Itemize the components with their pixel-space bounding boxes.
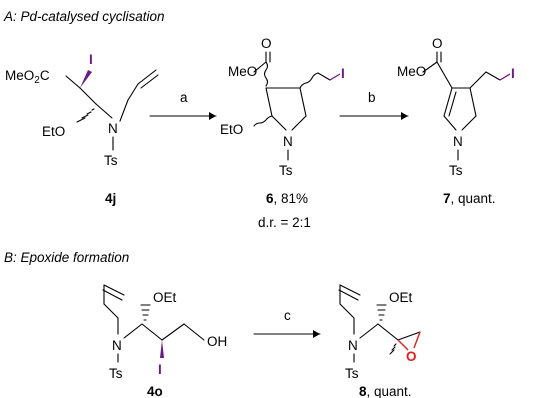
compound-label-4o: 4o [147, 384, 163, 398]
meo-label: MeO [397, 64, 426, 79]
double-bond [102, 289, 123, 301]
bond [469, 71, 487, 89]
epoxide-oxygen-bond [397, 339, 409, 351]
bond [141, 323, 163, 341]
bond [119, 99, 129, 122]
epoxide-oxygen-label: O [406, 349, 417, 364]
arrow-a: a [149, 90, 217, 120]
bond [123, 323, 143, 339]
section-a-header: A: Pd-catalysed cyclisation [3, 9, 165, 24]
ring-double-bond [448, 91, 457, 117]
double-bond [140, 74, 159, 89]
compound-7: MeO O N Ts I 7, quant. [397, 36, 515, 206]
bond [377, 323, 399, 341]
ts-label: Ts [345, 366, 359, 381]
double-bond [339, 284, 361, 296]
nitrogen-label: N [453, 134, 463, 149]
bond [359, 323, 379, 339]
compound-label-4j: 4j [105, 191, 116, 206]
bond [422, 61, 438, 73]
wavy-bond [299, 72, 319, 89]
nitrogen-label: N [108, 121, 118, 136]
ring-bond [443, 87, 453, 117]
nitrogen-label: N [283, 134, 293, 149]
bond [79, 87, 97, 105]
hashed-bond [376, 304, 387, 321]
oet-label: OEt [153, 290, 177, 305]
arrow-label-c: c [284, 308, 291, 323]
double-bond [338, 289, 359, 301]
arrow-label-b: b [368, 90, 376, 105]
carbonyl-oxygen-label: O [261, 36, 272, 51]
hashed-bond [140, 304, 151, 321]
oet-label: OEt [389, 290, 413, 305]
compound-4o: N Ts OEt I OH 4o [102, 284, 227, 398]
bond [183, 323, 205, 341]
wedge-bond-iodine [160, 340, 164, 358]
ring-bond [469, 87, 477, 117]
ts-label: Ts [279, 163, 293, 178]
iodine-bond [329, 73, 341, 81]
eto-label: EtO [220, 122, 243, 137]
arrow-label-a: a [180, 90, 188, 105]
wedge-bond-iodine [80, 70, 92, 88]
diastereomeric-ratio: d.r. = 2:1 [258, 215, 311, 230]
ts-label: Ts [449, 163, 463, 178]
bond [95, 103, 113, 119]
wavy-bond [253, 115, 273, 127]
wavy-bond [263, 61, 269, 87]
arrow-b: b [339, 90, 409, 120]
bond [65, 75, 81, 89]
compound-label-7: 7, quant. [443, 191, 496, 206]
compound-6: MeO O N Ts EtO I 6, 81% d.r. = 2:1 [220, 36, 345, 230]
carbonyl-oxygen-label: O [432, 36, 443, 51]
iodine-label: I [511, 66, 515, 81]
compound-4j: MeO2C I EtO N Ts 4j [5, 52, 159, 206]
iodine-label: I [89, 52, 93, 67]
eto-label: EtO [42, 124, 65, 139]
ts-label: Ts [109, 366, 123, 381]
bond [161, 323, 185, 341]
hashed-bond [389, 343, 397, 355]
bond [485, 71, 501, 81]
arrow-head [209, 112, 216, 120]
bond [103, 303, 119, 319]
ring-bond [299, 87, 307, 117]
epoxide-ring-bond [397, 331, 421, 341]
bond [253, 61, 267, 73]
iodine-bond [499, 73, 511, 81]
epoxide-oxygen-bond [413, 331, 421, 349]
arrow-head [313, 330, 320, 338]
ts-label: Ts [104, 153, 118, 168]
arrow-head [401, 112, 408, 120]
double-bond [103, 284, 125, 296]
bond [127, 83, 139, 101]
section-b-header: B: Epoxide formation [4, 250, 129, 265]
bond [317, 72, 331, 81]
compound-label-8: 8, quant. [359, 384, 412, 398]
oh-label: OH [207, 334, 227, 349]
ring-bond [265, 87, 273, 117]
nitrogen-label: N [112, 338, 122, 353]
arrow-c: c [253, 308, 321, 338]
meo-label: MeO [228, 64, 257, 79]
iodine-label: I [341, 66, 345, 81]
iodine-label: I [158, 362, 162, 377]
meo2c-label: MeO2C [5, 68, 50, 86]
ring-bond [461, 115, 477, 131]
bond [339, 303, 355, 319]
nitrogen-label: N [348, 338, 358, 353]
ring-bond [443, 115, 457, 131]
bond [436, 61, 453, 89]
bond [137, 69, 157, 85]
compound-label-6: 6, 81% [266, 191, 308, 206]
ring-bond [291, 115, 307, 131]
ring-bond [271, 115, 287, 131]
compound-8: N Ts OEt O 8, quant. [338, 284, 421, 398]
hashed-bond [76, 108, 95, 123]
